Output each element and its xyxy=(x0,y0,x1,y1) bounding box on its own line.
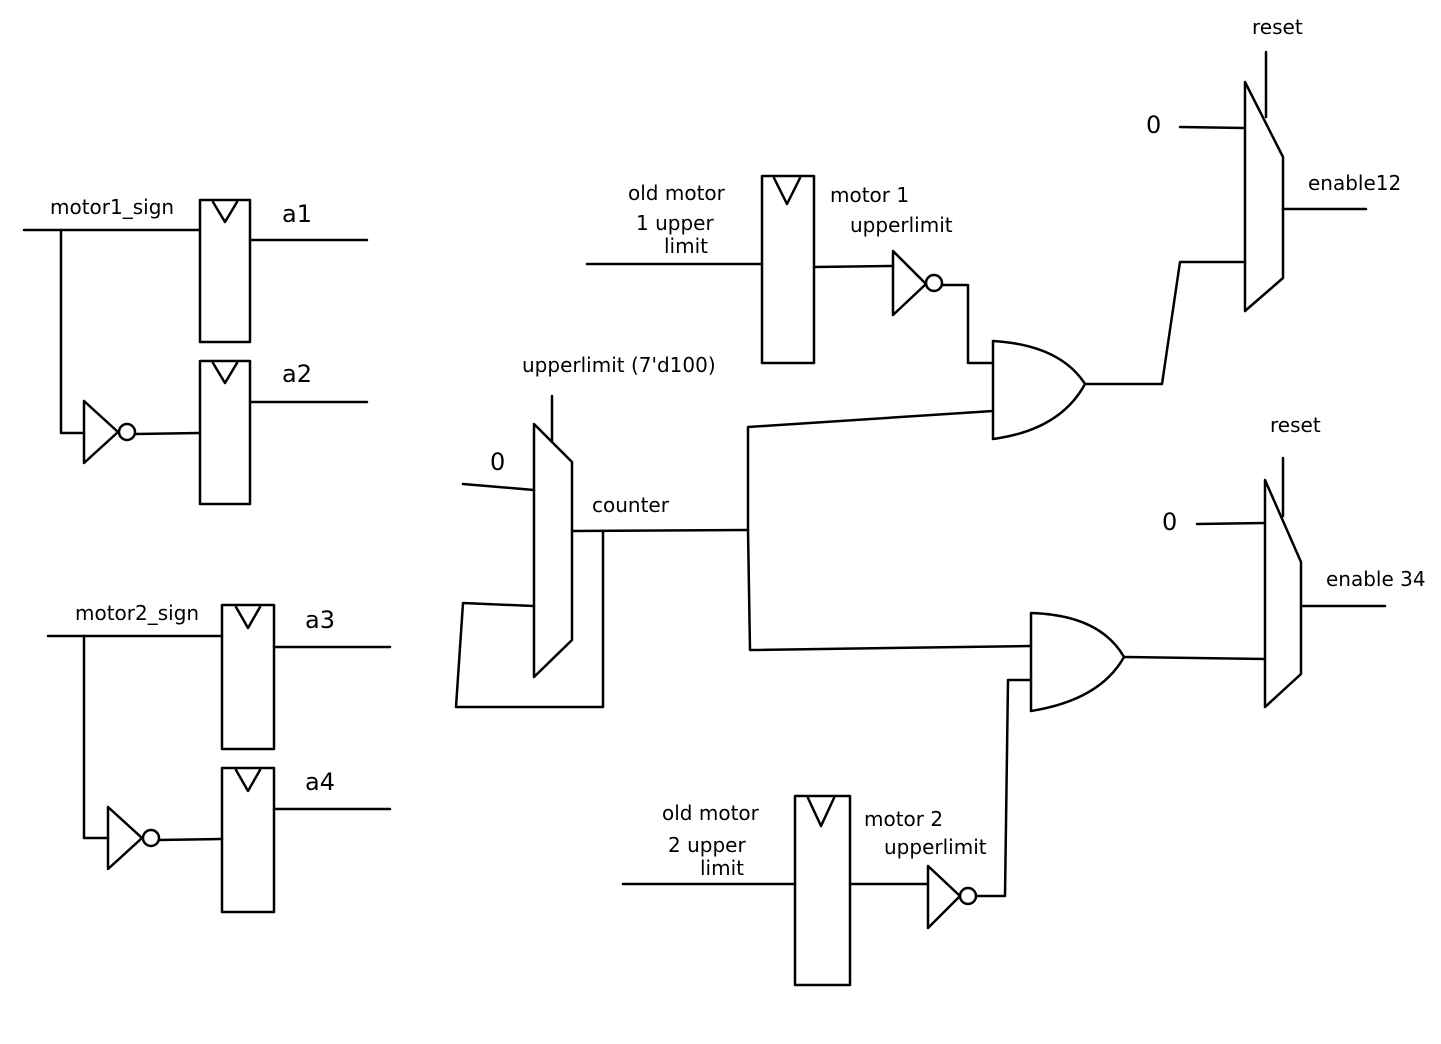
a2-label: a2 xyxy=(282,360,312,388)
zero-label: 0 xyxy=(1146,111,1161,139)
zero-input-wire xyxy=(1178,125,1247,130)
flipflop-a2 xyxy=(198,359,252,506)
counter-to-and2-wire xyxy=(746,528,1033,652)
motor1-sign-branch-wire xyxy=(59,228,86,435)
counter-to-and1-wire xyxy=(746,409,995,532)
motor2-sign-branch-wire xyxy=(82,634,110,840)
enable12-block: old motor 1 upper limit motor 1 upperlim… xyxy=(585,15,1401,441)
counter-feedback-wire xyxy=(454,529,605,709)
enable12-mux xyxy=(1243,80,1285,313)
a4-label: a4 xyxy=(305,768,335,796)
clock-triangle-icon xyxy=(772,176,802,206)
motor2-sign-label: motor2_sign xyxy=(75,601,199,625)
and-gate-2 xyxy=(1029,611,1126,713)
inverter-output-wire xyxy=(157,837,224,842)
old-motor2-label-line3: limit xyxy=(700,856,744,880)
motor1-upperlimit-label-line2: upperlimit xyxy=(850,213,953,237)
a3-label: a3 xyxy=(305,606,335,634)
flipflop-a3 xyxy=(220,603,276,751)
reset-label: reset xyxy=(1270,413,1321,437)
motor2-sign-block: motor2_sign a3 a4 xyxy=(46,601,392,914)
enable12-label: enable12 xyxy=(1308,171,1401,195)
old-motor1-label-line1: old motor xyxy=(628,181,726,205)
motor2-upperlimit-label-line2: upperlimit xyxy=(884,835,987,859)
and1-to-mux-wire xyxy=(1083,260,1247,386)
and-gate-1 xyxy=(991,339,1087,441)
inverter-icon xyxy=(926,864,962,930)
motor1-upperlimit-label-line1: motor 1 xyxy=(830,183,909,207)
motor1-sign-block: motor1_sign a1 a2 xyxy=(22,195,369,506)
mux-zero-label: 0 xyxy=(490,448,505,476)
flipflop-a1 xyxy=(198,198,252,344)
inverter-icon xyxy=(106,805,144,871)
counter-output-wire xyxy=(570,528,750,533)
zero-input-wire xyxy=(1195,521,1267,526)
inverter-to-and2-wire xyxy=(974,678,1033,898)
old-motor2-label-line2: 2 upper xyxy=(668,833,746,857)
enable34-mux xyxy=(1263,478,1303,709)
inverter-to-and1-wire xyxy=(940,283,995,365)
zero-label: 0 xyxy=(1162,508,1177,536)
counter-mux-block: upperlimit (7'd100) 0 counter xyxy=(454,353,1033,709)
a1-label: a1 xyxy=(282,200,312,228)
upperlimit-label: upperlimit (7'd100) xyxy=(522,353,716,377)
motor1-sign-label: motor1_sign xyxy=(50,195,174,219)
and2-to-mux-wire xyxy=(1122,655,1267,661)
motor1-upperlimit-wire xyxy=(812,264,895,269)
clock-triangle-icon xyxy=(211,361,239,385)
enable34-label: enable 34 xyxy=(1326,567,1426,591)
inverter-icon xyxy=(891,249,928,317)
inverter-bubble-icon xyxy=(141,828,161,848)
counter-label: counter xyxy=(592,493,670,517)
clock-triangle-icon xyxy=(806,796,836,828)
counter-mux xyxy=(532,422,574,679)
old-motor2-label-line1: old motor xyxy=(662,801,760,825)
old-motor1-label-line3: limit xyxy=(664,234,708,258)
inverter-output-wire xyxy=(133,431,202,436)
old-motor1-label-line2: 1 upper xyxy=(636,211,714,235)
clock-triangle-icon xyxy=(211,200,239,224)
inverter-bubble-icon xyxy=(958,886,978,906)
inverter-bubble-icon xyxy=(117,422,137,442)
enable34-block: old motor 2 upper limit motor 2 upperlim… xyxy=(621,413,1426,987)
clock-triangle-icon xyxy=(234,768,262,793)
inverter-bubble-icon xyxy=(924,273,944,293)
mux-zero-input-wire xyxy=(461,482,536,492)
flipflop-a4 xyxy=(220,766,276,914)
flipflop-motor1-upperlimit xyxy=(760,174,816,365)
reset-label: reset xyxy=(1252,15,1303,39)
motor2-upperlimit-label-line1: motor 2 xyxy=(864,807,943,831)
clock-triangle-icon xyxy=(234,605,262,630)
flipflop-motor2-upperlimit xyxy=(793,794,852,987)
inverter-icon xyxy=(82,399,120,465)
